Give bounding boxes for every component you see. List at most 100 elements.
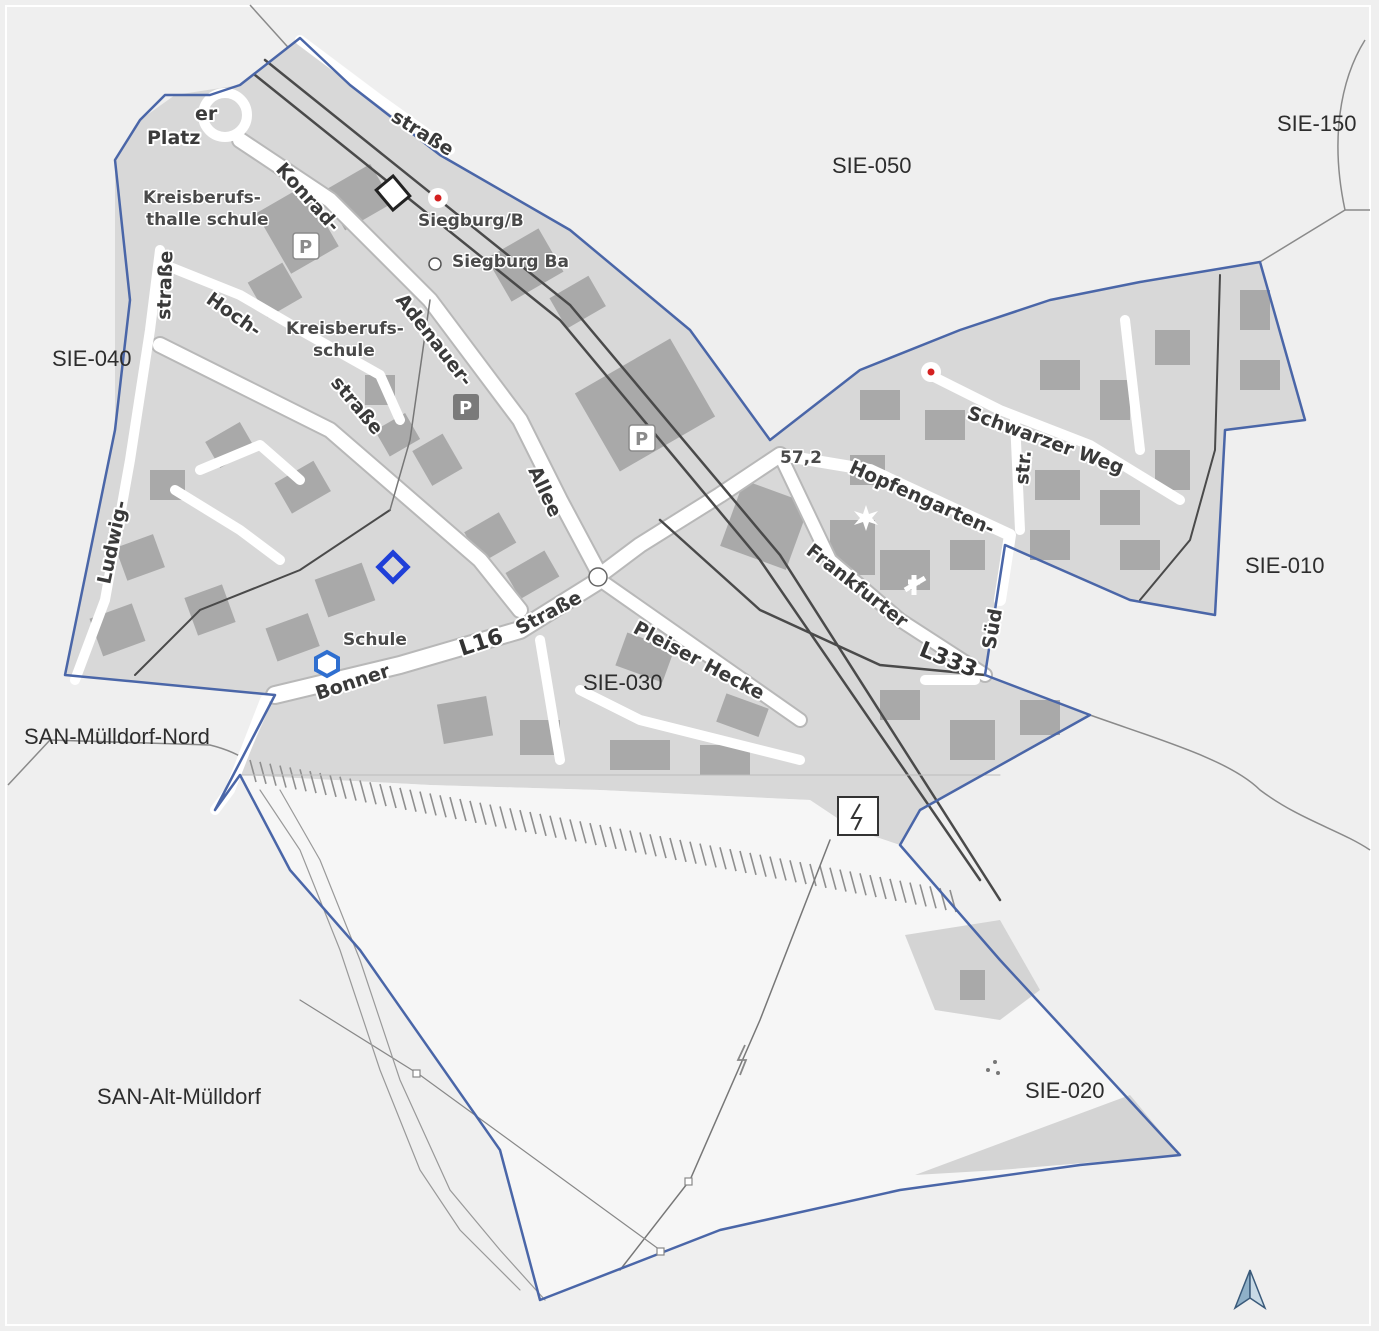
parking-icon: P bbox=[453, 394, 479, 420]
hatch-tick bbox=[249, 759, 257, 783]
hatch-tick bbox=[569, 819, 577, 842]
street-label-str-short: str. bbox=[1011, 449, 1036, 485]
parking-icon-label: P bbox=[299, 237, 312, 258]
hatch-tick bbox=[759, 854, 767, 877]
hatch-tick bbox=[799, 861, 807, 885]
hatch-tick bbox=[349, 778, 357, 801]
hatch-tick bbox=[319, 772, 327, 796]
hatch-tick bbox=[669, 837, 677, 861]
hatch-tick bbox=[869, 874, 877, 898]
parking-icon: P bbox=[628, 424, 656, 452]
hatch-tick bbox=[459, 798, 467, 822]
hatch-tick bbox=[589, 822, 597, 846]
hatch-tick bbox=[369, 782, 377, 805]
hatch-tick bbox=[509, 808, 517, 831]
hatch-tick bbox=[739, 850, 747, 874]
hatch-tick bbox=[709, 845, 717, 868]
hatch-tick bbox=[819, 865, 827, 889]
hatch-tick bbox=[449, 796, 457, 820]
hatch-tick bbox=[599, 824, 607, 848]
hatch-tick bbox=[719, 847, 727, 870]
grey-patch-southeast bbox=[915, 1095, 1180, 1175]
hatch-tick bbox=[629, 830, 637, 853]
hatch-tick bbox=[259, 761, 267, 785]
hatch-tick bbox=[849, 871, 857, 894]
hatch-tick bbox=[489, 804, 497, 827]
district-label-sie150: SIE-150 bbox=[1277, 111, 1357, 136]
power-substation-icon bbox=[837, 796, 879, 836]
hatch-tick bbox=[779, 858, 787, 881]
parking-icon: P bbox=[292, 232, 320, 260]
poi-label-siegburg-2: Siegburg Ba bbox=[452, 252, 569, 272]
hatch-tick bbox=[389, 785, 397, 809]
parking-icon-label: P bbox=[635, 429, 648, 450]
district-label-sie040: SIE-040 bbox=[52, 346, 132, 371]
poi-label-kreisberufs-2a: Kreisberufs- bbox=[286, 319, 404, 339]
hatch-tick bbox=[879, 876, 887, 900]
hatch-tick bbox=[919, 884, 927, 907]
hatch-tick bbox=[379, 783, 387, 807]
hatch-tick bbox=[829, 867, 837, 890]
hatch-tick bbox=[909, 882, 917, 905]
diamond-marker-icon bbox=[375, 549, 411, 585]
hatch-tick bbox=[899, 880, 907, 903]
hatch-tick bbox=[539, 813, 547, 837]
north-arrow-icon bbox=[1233, 1269, 1267, 1310]
hatch-tick bbox=[519, 809, 527, 833]
hatch-tick bbox=[619, 828, 627, 851]
hatch-tick bbox=[649, 834, 657, 857]
district-label-san-alt-muelldorf: SAN-Alt-Mülldorf bbox=[97, 1084, 262, 1109]
hatch-tick bbox=[839, 869, 847, 892]
hatch-tick bbox=[399, 787, 407, 811]
poi-labels: Kreisberufs- thalle schule Kreisberufs- … bbox=[142, 187, 824, 652]
district-label-san-muelldorf-nord: SAN-Mülldorf-Nord bbox=[24, 724, 210, 749]
hatch-tick bbox=[729, 848, 737, 872]
hatch-tick bbox=[639, 832, 647, 855]
embankment-hatching bbox=[249, 759, 957, 913]
station-stop-icon bbox=[428, 257, 442, 271]
hatch-tick bbox=[609, 826, 617, 850]
district-label-sie030: SIE-030 bbox=[583, 670, 663, 695]
hatch-tick bbox=[419, 791, 427, 814]
street-label-platz-part1: er bbox=[195, 103, 218, 125]
study-area-boundary bbox=[63, 36, 1307, 1302]
hatch-tick bbox=[339, 776, 347, 799]
hatch-tick bbox=[469, 800, 477, 824]
hatch-tick bbox=[559, 817, 567, 840]
poi-label-schule: Schule bbox=[343, 630, 407, 650]
hatch-tick bbox=[689, 841, 697, 864]
district-label-sie020: SIE-020 bbox=[1025, 1078, 1105, 1103]
lightning-icon bbox=[736, 1044, 748, 1076]
poi-label-kreisberufs-2b: schule bbox=[313, 341, 375, 361]
parking-icon-label: P bbox=[459, 398, 472, 419]
hexagon-marker-icon bbox=[314, 649, 340, 679]
poi-label-kreisberufs-1b: thalle schule bbox=[146, 210, 269, 230]
hatch-tick bbox=[549, 815, 557, 838]
poi-label-kreisberufs-1a: Kreisberufs- bbox=[143, 188, 261, 208]
hatch-tick bbox=[499, 806, 507, 829]
hatch-tick bbox=[529, 811, 537, 835]
street-label-platz-part2: Platz bbox=[147, 127, 200, 149]
hatch-tick bbox=[579, 821, 587, 844]
hatch-tick bbox=[329, 774, 337, 798]
hatch-tick bbox=[789, 860, 797, 883]
hatch-tick bbox=[929, 886, 937, 909]
hatch-tick bbox=[679, 839, 687, 863]
red-dot-icon bbox=[921, 362, 941, 382]
map-frame bbox=[5, 5, 1371, 1326]
district-label-sie010: SIE-010 bbox=[1245, 553, 1325, 578]
hatch-tick bbox=[659, 835, 667, 859]
hatch-tick bbox=[409, 789, 417, 812]
hatch-tick bbox=[859, 873, 867, 896]
district-labels: SIE-050 SIE-150 SIE-040 SIE-010 SIE-030 … bbox=[24, 111, 1357, 1109]
hatch-tick bbox=[699, 843, 707, 866]
hatch-tick bbox=[359, 780, 367, 803]
dots-cluster bbox=[986, 1060, 1000, 1075]
district-label-sie050: SIE-050 bbox=[832, 153, 912, 178]
hatch-tick bbox=[279, 765, 287, 788]
hatch-tick bbox=[889, 878, 897, 902]
street-label-strasse-left: straße bbox=[153, 250, 177, 320]
hatch-tick bbox=[479, 802, 487, 825]
poi-label-elevation: 57,2 bbox=[780, 448, 822, 468]
